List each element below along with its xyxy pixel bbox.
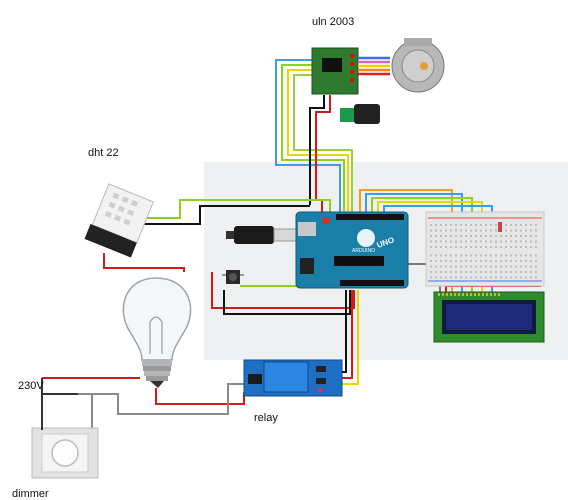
push-button <box>222 270 244 284</box>
arduino-uno: UNO ARDUINO <box>295 211 409 289</box>
wire-uln-red <box>315 95 331 214</box>
wire-relay-red <box>340 290 353 379</box>
wire-button-red <box>211 272 355 309</box>
usb-cable <box>226 226 297 244</box>
wire-uln-black <box>309 95 325 205</box>
dht22-sensor <box>84 183 154 258</box>
wire-uln-blue <box>275 59 341 214</box>
lcd-display <box>433 291 545 343</box>
wire-uln-lightgreen <box>293 74 353 214</box>
wire-uln-yellow <box>287 69 349 214</box>
stepper-cable <box>358 56 390 76</box>
wire-dht-black <box>122 205 310 225</box>
wire-dht-red <box>103 253 185 272</box>
stepper-motor <box>391 38 445 93</box>
uln2003-label: uln 2003 <box>312 16 355 28</box>
breadboard <box>425 211 545 287</box>
dimmer-label: dimmer <box>12 488 49 500</box>
wire-dht-green <box>124 199 331 219</box>
wire-button-black <box>223 290 351 315</box>
wire-mains-gray <box>78 383 244 415</box>
wire-relay-yellow <box>340 290 359 385</box>
arduino-brand-label: ARDUINO <box>352 248 375 254</box>
wire-mains-red <box>155 388 245 405</box>
wire-uln-green <box>281 64 345 214</box>
mains-voltage-label: 230V <box>18 380 44 392</box>
dc-jack <box>340 104 380 124</box>
uln2003-board <box>311 47 359 95</box>
light-bulb <box>122 277 192 388</box>
dht22-label: dht 22 <box>88 147 119 159</box>
relay-label: relay <box>254 412 278 424</box>
relay-module <box>243 359 343 397</box>
wire-mains-black <box>41 393 78 430</box>
dimmer-switch <box>31 427 99 479</box>
